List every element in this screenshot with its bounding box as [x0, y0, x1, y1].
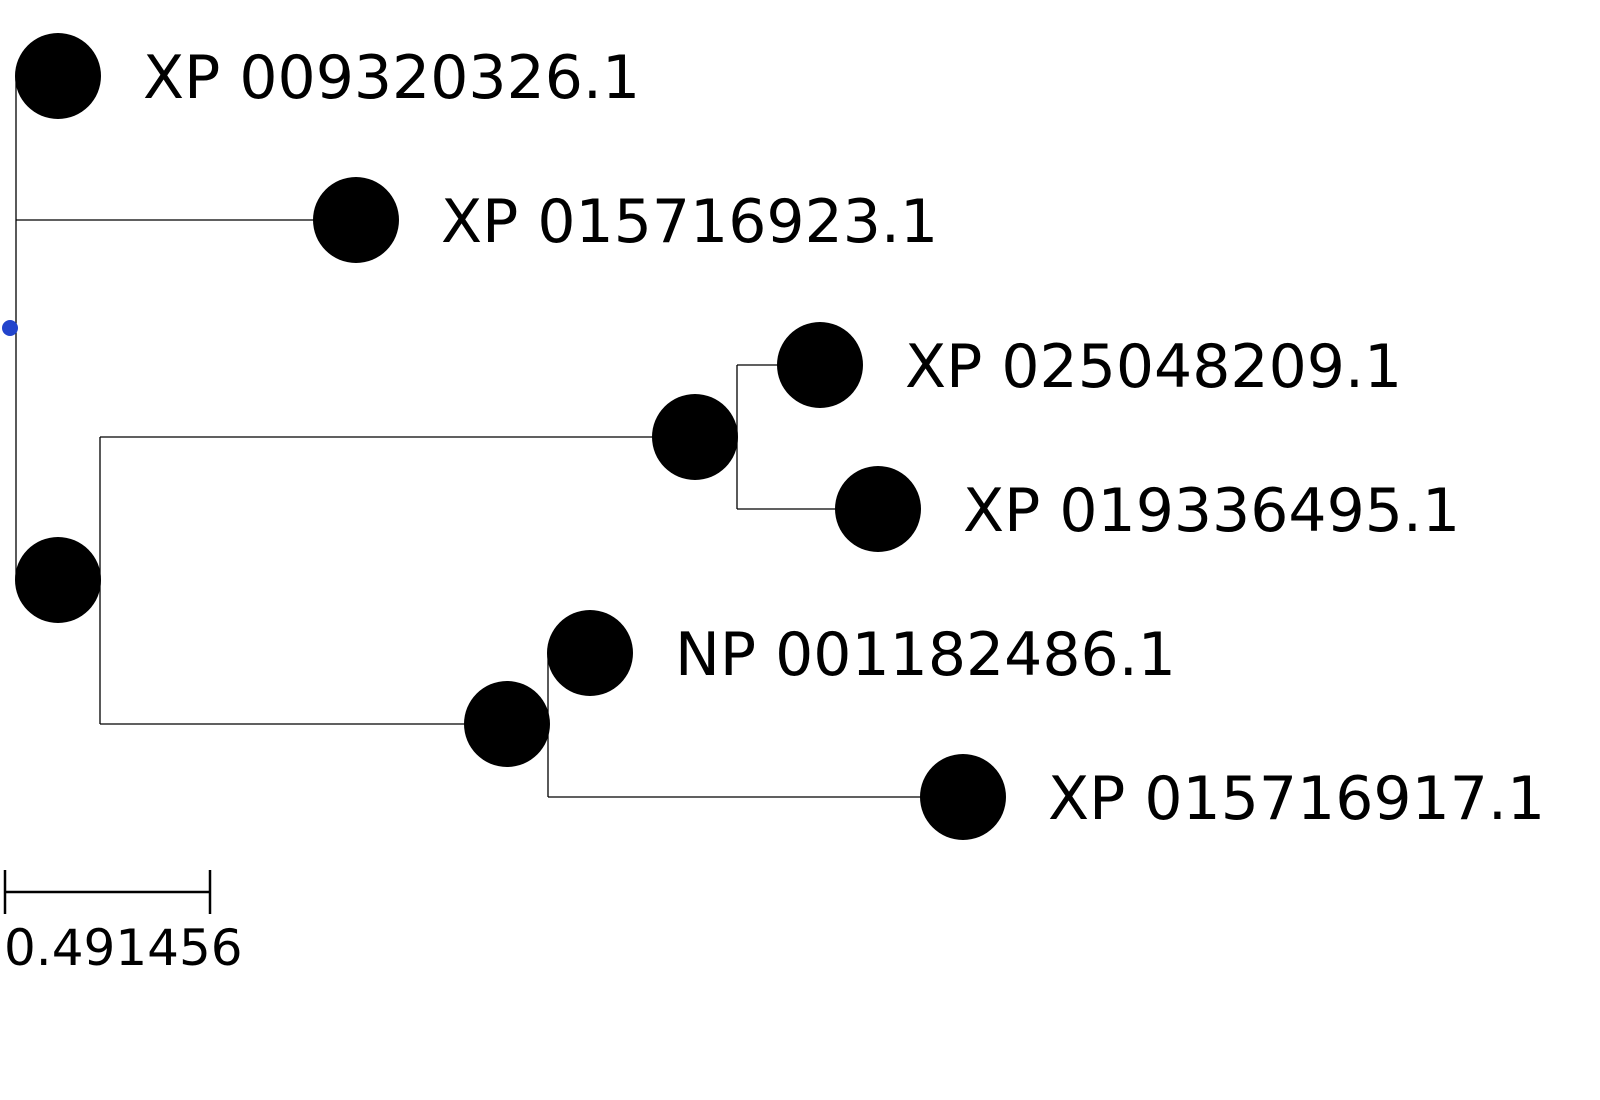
leaf-node-6[interactable] — [920, 754, 1006, 840]
internal-node-clade-a[interactable] — [15, 537, 101, 623]
leaf-label-3: XP 025048209.1 — [905, 332, 1402, 402]
root-marker — [2, 320, 18, 336]
leaf-node-4[interactable] — [835, 466, 921, 552]
leaf-label-4: XP 019336495.1 — [963, 476, 1460, 546]
leaf-node-2[interactable] — [313, 177, 399, 263]
scale-bar-label: 0.491456 — [4, 919, 243, 977]
leaf-node-3[interactable] — [777, 322, 863, 408]
internal-node-clade-c[interactable] — [464, 681, 550, 767]
leaf-label-2: XP 015716923.1 — [441, 187, 938, 257]
scale-bar: 0.491456 — [3, 870, 243, 977]
leaf-node-1[interactable] — [15, 33, 101, 119]
leaf-node-5[interactable] — [547, 610, 633, 696]
internal-node-clade-b[interactable] — [652, 394, 738, 480]
leaf-label-5: NP 001182486.1 — [675, 620, 1176, 690]
leaf-label-6: XP 015716917.1 — [1048, 764, 1545, 834]
leaf-labels: XP 009320326.1 XP 015716923.1 XP 0250482… — [143, 43, 1545, 834]
internal-nodes — [15, 394, 738, 767]
leaf-label-1: XP 009320326.1 — [143, 43, 640, 113]
leaf-nodes — [15, 33, 1006, 840]
